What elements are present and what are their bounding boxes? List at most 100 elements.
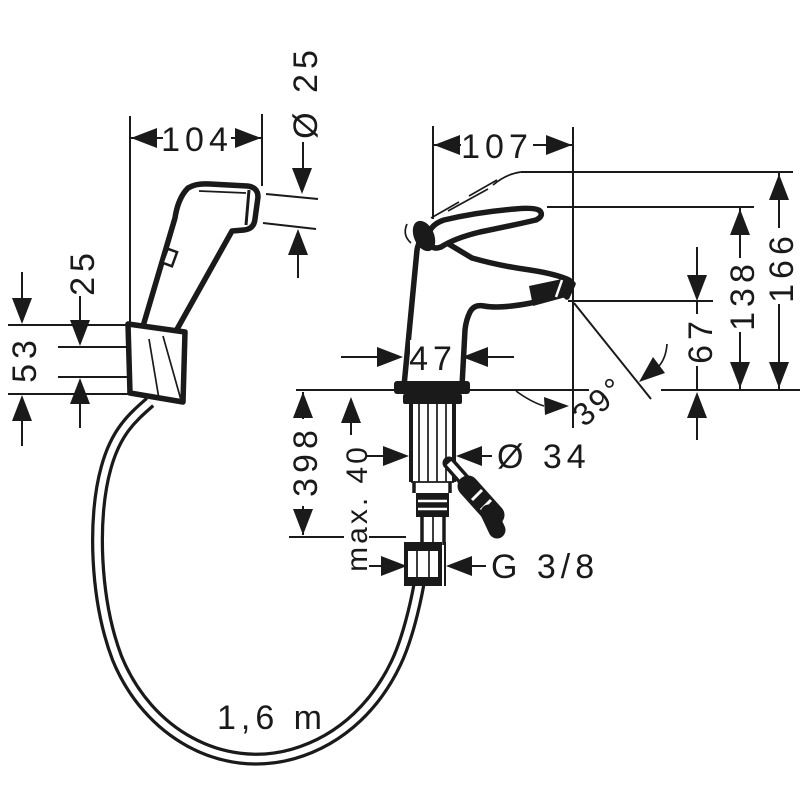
reference-lines — [8, 114, 800, 586]
holder-inner-line-2 — [148, 338, 160, 400]
max-40-label: max. 40 — [341, 444, 374, 572]
hose-length-label: 1,6 m — [217, 699, 327, 737]
jet-direction-line — [573, 302, 652, 400]
arrowhead-right — [546, 135, 572, 155]
holder-inner-line — [162, 335, 182, 401]
g38-top-band — [406, 544, 440, 551]
arrowhead-up — [293, 392, 313, 418]
arrowhead-left — [434, 135, 460, 155]
arc-tail-left — [515, 390, 545, 407]
dim-25: 25 — [64, 248, 102, 428]
motion-arc — [404, 223, 412, 244]
reference-hook — [492, 171, 522, 186]
shank — [409, 404, 456, 493]
dim-166: 166 — [763, 173, 800, 389]
dim-107-label: 107 — [461, 128, 533, 166]
base-flange — [394, 381, 470, 394]
arrowhead-up — [341, 397, 361, 423]
outlet-branch-connector — [442, 456, 506, 539]
arrowhead-down — [769, 362, 789, 388]
dim-104: 104 — [131, 121, 261, 159]
sprayer-head-inner-line — [198, 190, 247, 194]
branch-end-cap — [480, 504, 506, 539]
shower-holder — [125, 321, 188, 405]
arrowhead-up — [288, 229, 308, 255]
faucet — [394, 179, 576, 586]
head-edge-line-bottom — [262, 222, 317, 230]
arrowhead-right — [381, 556, 407, 576]
holder-outline — [125, 321, 188, 405]
dim-67-label: 67 — [682, 316, 720, 364]
head-edge-line-top — [265, 193, 319, 200]
arrowhead-up — [12, 395, 32, 421]
dim-53-label: 53 — [6, 335, 44, 383]
arrowhead-left — [446, 556, 472, 576]
arrowhead-right — [235, 128, 261, 148]
handle-motion-indicator — [404, 179, 498, 244]
arrowhead-right — [383, 446, 409, 466]
lever-handle — [425, 205, 545, 251]
label-mask — [163, 123, 231, 154]
aerator-gap-line — [554, 279, 564, 298]
dim-107: 107 — [434, 128, 572, 166]
arrowhead-left — [456, 446, 482, 466]
supply-connection — [404, 493, 449, 586]
angle-39-label: 39° — [565, 369, 632, 433]
label-mask — [461, 129, 533, 161]
arrowhead-up — [70, 378, 90, 404]
motion-dash-2 — [430, 201, 460, 219]
arrowhead-left — [131, 128, 157, 148]
dim-53: 53 — [6, 272, 44, 446]
dim-max-40: max. 40 — [341, 397, 374, 572]
label-mask — [763, 228, 795, 304]
arrowhead-down — [293, 509, 313, 535]
arrowhead-up — [730, 209, 750, 235]
dim-25-label: 25 — [64, 248, 102, 296]
dim-398-label: 398 — [287, 425, 325, 497]
dia-34-label: Ø 34 — [497, 438, 591, 476]
sprayer-faceplate-line — [244, 189, 251, 226]
hose-length: 1,6 m — [217, 699, 327, 737]
arrowhead-right — [377, 347, 403, 367]
lever-pivot — [412, 220, 436, 252]
arrowhead-down — [292, 168, 312, 194]
dim-138: 138 — [724, 208, 762, 389]
sprayer-clip — [160, 247, 179, 268]
arrowhead-up — [769, 174, 789, 200]
branch-fitting-band-1 — [470, 488, 484, 502]
dim-166-label: 166 — [763, 231, 800, 303]
arrowhead-down-left — [639, 357, 665, 382]
dim-47: 47 — [341, 340, 514, 378]
label-mask — [410, 340, 457, 375]
dim-398: 398 — [287, 392, 325, 535]
hand-shower — [125, 181, 261, 405]
hose-inner — [94, 399, 423, 763]
dim-g38: G 3/8 — [369, 548, 599, 586]
arrowhead-down — [12, 298, 32, 324]
dim-138-label: 138 — [724, 259, 762, 331]
motion-dash-3 — [447, 188, 489, 212]
label-mask — [683, 314, 712, 366]
arrowhead-left — [462, 347, 488, 367]
dim-47-label: 47 — [409, 340, 457, 378]
sprayer-body — [138, 181, 261, 343]
dim-angle-39: 39° — [515, 302, 668, 433]
dim-dia-34: Ø 34 — [366, 438, 591, 476]
motion-dash-1 — [468, 179, 498, 197]
shower-hose — [90, 397, 426, 766]
supply-fitting — [416, 493, 449, 517]
label-mask — [724, 258, 756, 332]
arrowhead-down — [70, 320, 90, 346]
mounting-nut — [403, 394, 462, 404]
g38-bottom-band — [406, 577, 440, 584]
dim-dia-25: Ø 25 — [262, 45, 325, 278]
arrowhead-down — [687, 275, 707, 301]
g38-label: G 3/8 — [491, 548, 599, 586]
dim-67: 67 — [682, 247, 720, 440]
arrowhead-down — [730, 362, 750, 388]
aerator — [529, 279, 566, 306]
dim-104-label: 104 — [161, 121, 233, 159]
arrowhead-up — [687, 392, 707, 418]
